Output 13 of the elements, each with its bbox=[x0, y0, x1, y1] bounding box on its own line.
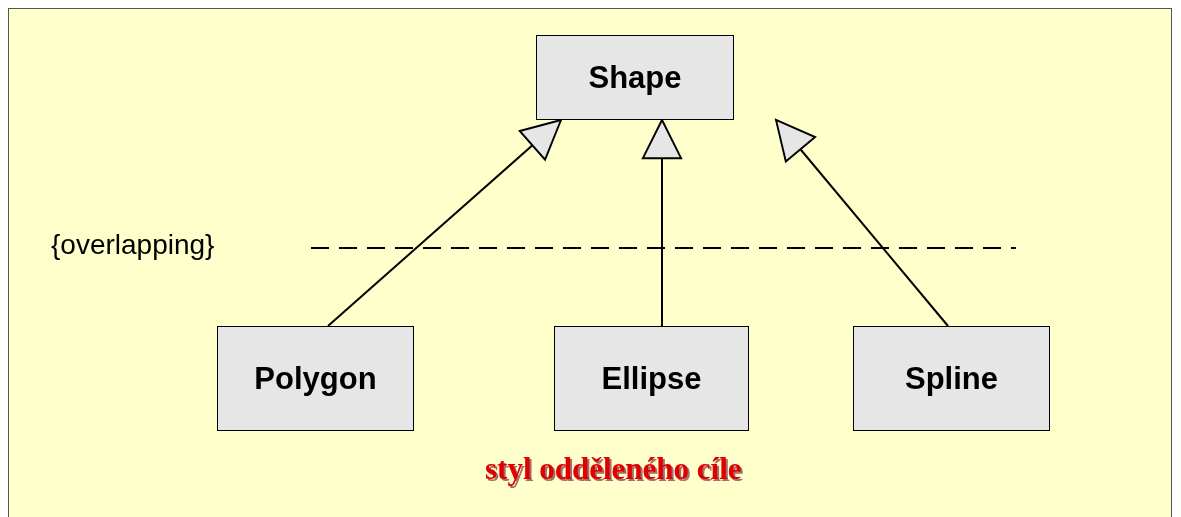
generalization-arrow bbox=[641, 119, 683, 327]
generalization-arrow bbox=[775, 119, 949, 327]
caption: styl odděleného cíle bbox=[485, 451, 742, 487]
class-name: Spline bbox=[905, 360, 998, 397]
constraint-label: {overlapping} bbox=[51, 229, 215, 261]
class-name: Polygon bbox=[254, 360, 377, 397]
class-name: Ellipse bbox=[601, 360, 702, 397]
class-box bbox=[217, 326, 414, 431]
generalization-arrow bbox=[327, 119, 562, 327]
class-box bbox=[536, 35, 734, 120]
class-box bbox=[853, 326, 1050, 431]
class-name: Shape bbox=[588, 59, 682, 96]
class-box bbox=[554, 326, 749, 431]
